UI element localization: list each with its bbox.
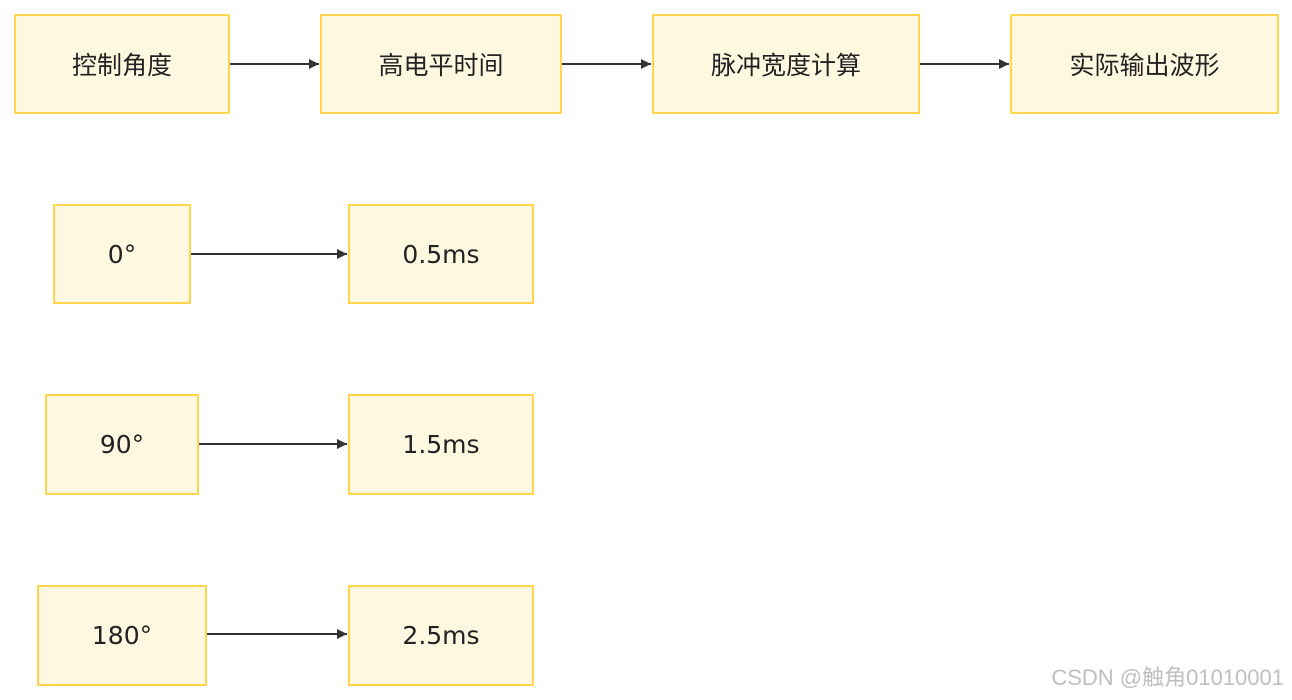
node-pulse-0-5ms: 0.5ms — [348, 204, 534, 304]
watermark: CSDN @触角01010001 — [1051, 665, 1284, 690]
node-actual-output-waveform: 实际输出波形 — [1010, 14, 1279, 114]
node-pulse-2-5ms: 2.5ms — [348, 585, 534, 686]
node-angle-90: 90° — [45, 394, 199, 495]
node-control-angle: 控制角度 — [14, 14, 230, 114]
node-pulse-1-5ms: 1.5ms — [348, 394, 534, 495]
node-angle-180: 180° — [37, 585, 207, 686]
node-high-level-time: 高电平时间 — [320, 14, 562, 114]
node-pulse-width-calc: 脉冲宽度计算 — [652, 14, 920, 114]
node-angle-0: 0° — [53, 204, 191, 304]
